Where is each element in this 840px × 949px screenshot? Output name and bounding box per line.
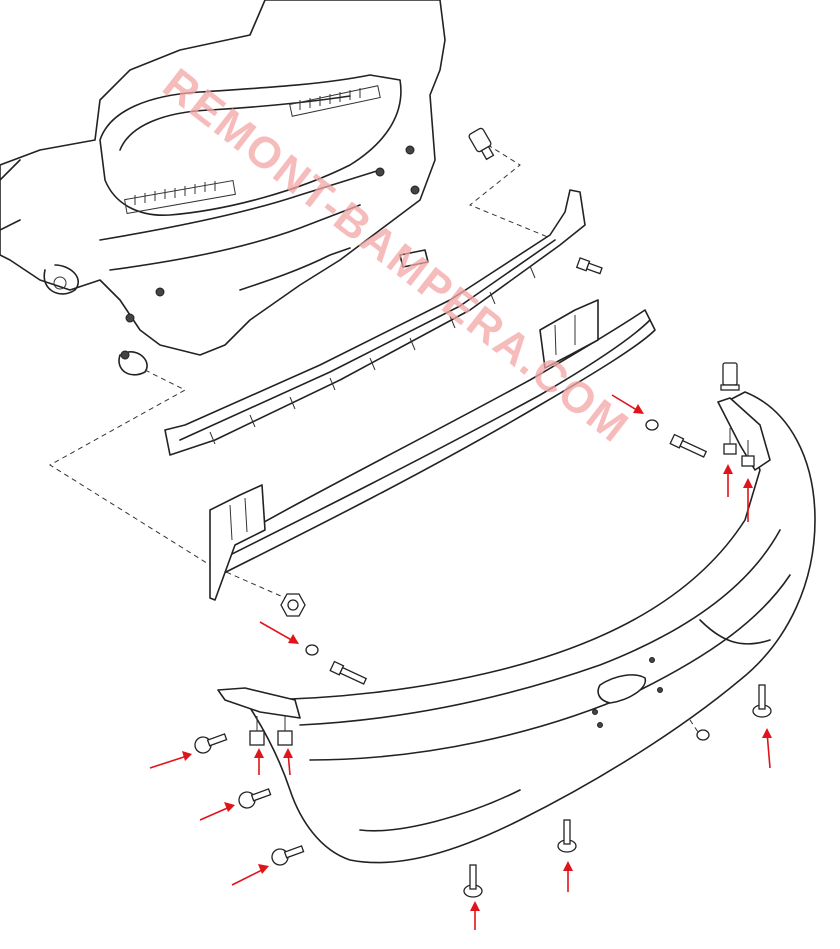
clip-fastener — [468, 127, 495, 161]
screw-fastener — [271, 845, 305, 866]
washer-fastener — [645, 419, 659, 431]
rear-bumper-cover — [217, 391, 816, 864]
red-arrows — [149, 394, 772, 930]
arrow-icon — [254, 748, 264, 775]
screw-fastener — [463, 864, 483, 898]
screw-fastener — [741, 440, 755, 467]
nut-fastener — [280, 593, 306, 617]
arrow-icon — [470, 901, 480, 930]
clip-fastener — [720, 362, 740, 391]
arrow-icon — [231, 864, 269, 886]
screw-fastener — [194, 733, 228, 754]
screw-fastener — [277, 716, 293, 746]
washer-fastener — [305, 644, 319, 656]
arrow-icon — [199, 802, 235, 821]
screw-fastener — [696, 729, 710, 741]
bolt-fastener — [329, 660, 368, 685]
bolt-fastener — [575, 257, 603, 275]
arrow-icon — [611, 394, 644, 414]
bumper-reinforcement-beam — [209, 299, 656, 601]
screw-fastener — [723, 428, 737, 455]
screw-fastener — [752, 684, 772, 718]
arrow-icon — [762, 728, 772, 769]
arrow-icon — [283, 748, 293, 776]
arrow-icon — [149, 751, 192, 769]
upper-bracket — [164, 189, 586, 456]
body-rear-panel — [0, 0, 446, 376]
screw-fastener — [557, 819, 577, 853]
screw-fastener — [238, 788, 272, 809]
bolt-fastener — [669, 433, 708, 458]
screw-fastener — [249, 716, 265, 746]
arrow-icon — [743, 478, 753, 522]
arrow-icon — [723, 464, 733, 497]
arrow-icon — [259, 621, 299, 644]
arrow-icon — [563, 861, 573, 892]
fasteners — [194, 127, 772, 898]
